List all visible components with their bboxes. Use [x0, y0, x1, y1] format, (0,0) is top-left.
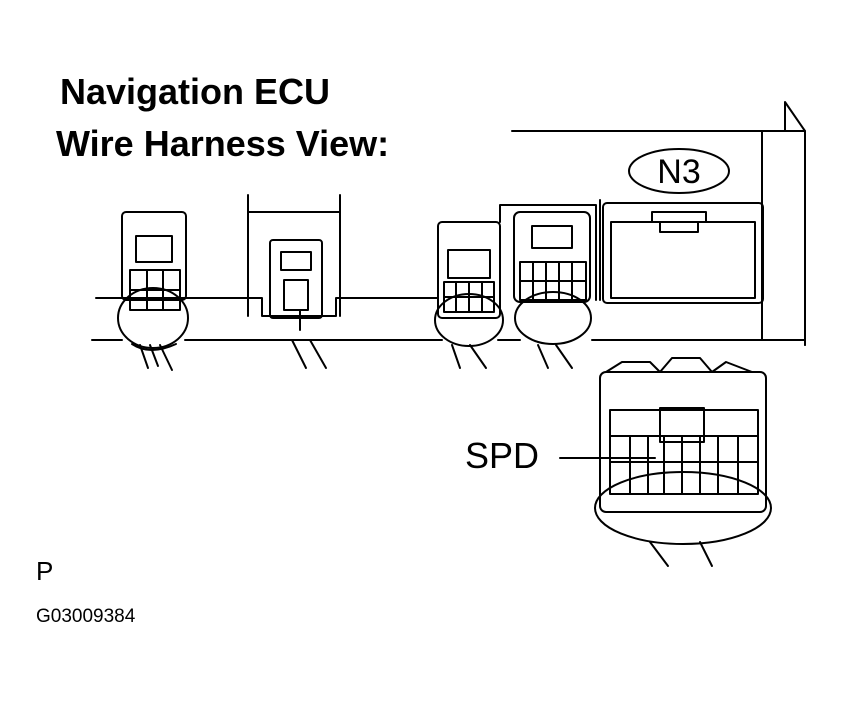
- title-line-2: Wire Harness View:: [56, 123, 390, 164]
- view-letter: P: [36, 556, 54, 586]
- n3-callout-ellipse: [628, 148, 730, 194]
- n3-connector-socket: [602, 202, 764, 304]
- connector-2: [247, 194, 341, 369]
- connector-4: [499, 204, 597, 369]
- n3-connector-label: N3: [657, 153, 700, 191]
- spd-connector: [594, 357, 772, 567]
- title-line-1: Navigation ECU: [60, 71, 331, 112]
- figure-code: G03009384: [36, 606, 136, 627]
- connector-1: [117, 211, 189, 371]
- spd-pin-label: SPD: [465, 435, 540, 476]
- connector-3: [434, 221, 504, 369]
